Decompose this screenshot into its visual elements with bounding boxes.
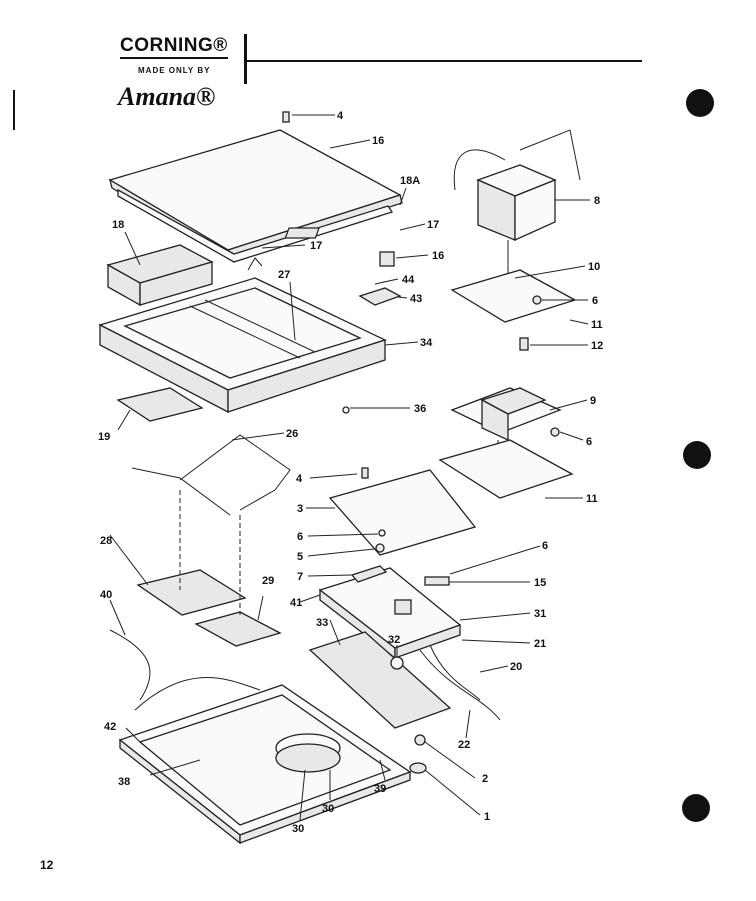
callout-18A: 18A <box>400 175 420 187</box>
callout-6-top: 6 <box>592 295 598 307</box>
part-34-panel <box>308 631 452 729</box>
callout-12: 12 <box>591 340 603 352</box>
callout-42: 42 <box>104 721 116 733</box>
corning-logo: CORNING® <box>120 35 228 59</box>
callout-38: 38 <box>118 776 130 788</box>
callout-20: 20 <box>510 661 522 673</box>
part-18-insulation <box>106 244 214 307</box>
part-7-part <box>350 565 388 583</box>
callout-6-right: 6 <box>542 540 548 552</box>
callout-15: 17 <box>427 219 439 231</box>
part-12-screw <box>519 337 529 351</box>
part-32-control-box <box>318 567 462 660</box>
callout-28: 28 <box>100 535 112 547</box>
part-4-screw-top <box>282 111 290 123</box>
part-20-wires <box>419 644 501 721</box>
part-6-nut-middle <box>550 427 560 437</box>
amana-logo: Amana® <box>118 82 216 111</box>
callout-21: 21 <box>534 638 546 650</box>
callout-40: 40 <box>100 589 112 601</box>
margin-mark <box>13 90 15 130</box>
binder-hole-bottom <box>682 794 710 822</box>
callout-34: 33 <box>316 617 328 629</box>
part-15-bracket <box>284 227 320 239</box>
header-divider-horizontal <box>246 60 642 62</box>
callout-11-bottom: 11 <box>586 493 598 505</box>
part-33-grommet <box>390 656 404 670</box>
part-17-clip <box>247 257 263 271</box>
callout-29: 29 <box>262 575 274 587</box>
callout-8: 8 <box>594 195 600 207</box>
part-3-cover-plate <box>328 469 477 556</box>
callout-27: 27 <box>278 269 290 281</box>
callouts: 4 16 18A 18 17 17 16 44 43 27 34 36 19 <box>98 110 603 835</box>
part-40-cord <box>109 629 261 711</box>
part-26-rods <box>131 434 291 516</box>
binder-hole-top <box>686 89 714 117</box>
callout-3: 3 <box>297 503 303 515</box>
callout-7: 7 <box>297 571 303 583</box>
callout-16: 16 <box>432 250 444 262</box>
callout-33: 32 <box>388 634 400 646</box>
part-19-plate <box>116 387 204 422</box>
callout-6-lower-a: 6 <box>297 531 303 543</box>
part-29-element-plate <box>194 611 282 647</box>
callout-14: 16 <box>372 135 384 147</box>
callout-41: 41 <box>290 597 302 609</box>
part-6-nut-upper <box>532 295 542 305</box>
header-divider-vertical <box>244 34 247 84</box>
part-14-top-cover <box>108 129 403 263</box>
part-2-grommet <box>414 734 426 746</box>
callout-4-middle: 4 <box>296 473 303 485</box>
part-5-part <box>375 543 385 553</box>
callout-30: 30 <box>292 823 304 835</box>
part-16-clip <box>379 251 395 267</box>
made-only-by-text: MADE ONLY BY <box>138 66 211 75</box>
part-11-bracket-lower <box>438 439 574 499</box>
callout-43: 43 <box>410 293 422 305</box>
part-1-foot <box>409 762 427 774</box>
binder-hole-middle <box>683 441 711 469</box>
callout-9: 9 <box>590 395 596 407</box>
callout-31: 30 <box>322 803 334 815</box>
callout-5: 5 <box>297 551 303 563</box>
callout-26: 26 <box>286 428 298 440</box>
callout-1: 1 <box>484 811 490 823</box>
part-35-frame <box>98 277 387 414</box>
callout-18: 18 <box>112 219 124 231</box>
callout-11-top: 11 <box>591 319 603 331</box>
part-43-bracket <box>358 287 402 306</box>
part-13-part <box>424 576 450 586</box>
callout-22: 22 <box>458 739 470 751</box>
callout-6-middle: 6 <box>586 436 592 448</box>
callout-4-top: 4 <box>337 110 344 122</box>
part-42-base-tray <box>118 684 412 845</box>
part-28-element-plate <box>136 569 247 616</box>
part-9-switch <box>450 387 562 470</box>
callout-32: 31 <box>534 608 546 620</box>
callout-10: 10 <box>588 261 600 273</box>
callout-44: 44 <box>402 274 415 286</box>
part-36-part <box>342 406 350 414</box>
page-number: 12 <box>40 858 54 872</box>
callout-36: 36 <box>414 403 426 415</box>
part-11-bracket-upper <box>450 269 577 323</box>
callout-13: 15 <box>534 577 546 589</box>
callout-19: 19 <box>98 431 110 443</box>
callout-35: 34 <box>420 337 433 349</box>
part-6-nut-lower <box>378 529 386 537</box>
part-30-element <box>275 733 341 773</box>
callout-17: 17 <box>310 240 322 252</box>
callout-39: 39 <box>374 783 386 795</box>
part-8-thermostat <box>453 129 581 300</box>
part-4-screw-middle <box>361 467 369 479</box>
callout-2: 2 <box>482 773 488 785</box>
